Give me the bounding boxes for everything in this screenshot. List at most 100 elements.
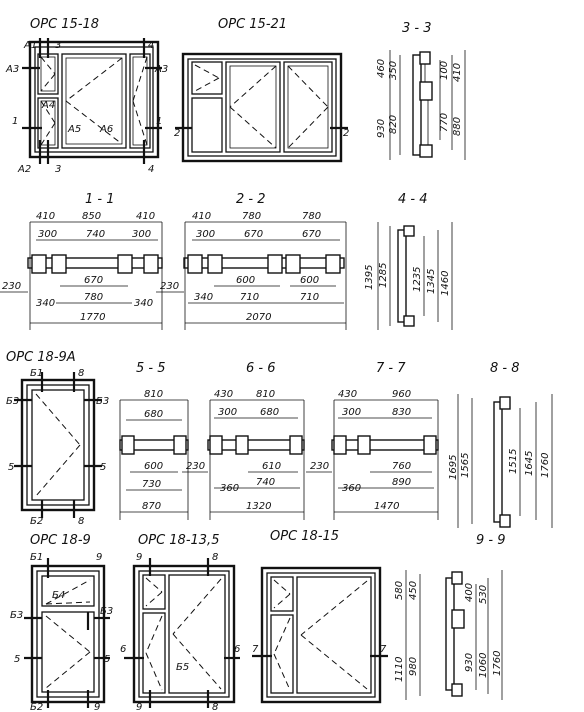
label-text: А3 — [5, 64, 19, 75]
label-text: 300 — [38, 229, 57, 240]
label-text: ОРС 18-9А — [6, 350, 76, 365]
label-text: 9 — [136, 702, 142, 712]
label-text: 8 — [212, 552, 218, 563]
label-text: 830 — [392, 407, 411, 418]
label-text: 2 - 2 — [236, 192, 266, 207]
label-text: 7 - 7 — [376, 361, 406, 376]
label-text: А1 — [23, 40, 37, 51]
label-text: 340 — [194, 292, 213, 303]
label-text: 870 — [142, 501, 161, 512]
label-text: 730 — [142, 479, 161, 490]
label-text: А6 — [99, 124, 113, 135]
label-text: 9 - 9 — [476, 533, 506, 548]
label-text: 3 — [55, 164, 61, 175]
label-text: 1395 — [364, 265, 375, 290]
label-text: 360 — [220, 483, 239, 494]
label-text: 360 — [342, 483, 361, 494]
label-text: 300 — [196, 229, 215, 240]
label-text: 880 — [452, 117, 463, 136]
label-text: 1770 — [80, 312, 105, 323]
label-text: 1345 — [426, 269, 437, 294]
label-text: 600 — [236, 275, 255, 286]
label-text: 4 — [148, 40, 154, 51]
label-text: 890 — [392, 477, 411, 488]
label-text: 850 — [82, 211, 101, 222]
label-text: 450 — [408, 581, 419, 600]
label-text: 4 — [148, 164, 154, 175]
label-text: 410 — [192, 211, 211, 222]
section-1-1: 1 - 1 410 850 410 300 740 300 230 670 78… — [0, 192, 163, 330]
label-text: 7 — [252, 644, 259, 655]
label-text: 5 — [104, 654, 110, 665]
label-text: 670 — [244, 229, 263, 240]
label-text: 300 — [132, 229, 151, 240]
label-text: 8 - 8 — [490, 361, 520, 376]
section-6-6: 6 - 6 430 810 300 680 230 610 360 740 13… — [182, 361, 305, 520]
label-text: 300 — [218, 407, 237, 418]
label-text: Б5 — [176, 662, 189, 673]
label-text: 9 — [136, 552, 142, 563]
label-text: 4 - 4 — [398, 192, 428, 207]
label-text: 1565 — [460, 453, 471, 478]
label-text: 930 — [376, 119, 387, 138]
label-text: 230 — [2, 281, 21, 292]
label-text: 9 — [94, 702, 100, 712]
label-text: 8 — [78, 516, 84, 527]
label-text: ОРС 15-21 — [218, 17, 287, 32]
label-text: 2 — [343, 128, 349, 139]
window-ors-18-13-5: ОРС 18-13,5 9 8 6 6 Б5 9 8 — [120, 533, 240, 712]
label-text: 430 — [214, 389, 233, 400]
label-text: 740 — [256, 477, 275, 488]
label-text: 100 — [439, 61, 450, 80]
section-5-5: 5 - 5 810 680 600 730 870 — [119, 361, 189, 520]
section-2-2: 2 - 2 410 780 780 300 670 670 230 600 60… — [156, 192, 347, 330]
label-text: 780 — [242, 211, 261, 222]
label-text: 9 — [96, 552, 102, 563]
section-4-4: 4 - 4 1395 1285 1235 1345 1460 — [364, 192, 453, 330]
label-text: 400 — [464, 583, 475, 602]
label-text: Б1 — [30, 368, 43, 379]
label-text: 300 — [342, 407, 361, 418]
label-text: Б1 — [30, 552, 43, 563]
label-text: 1470 — [374, 501, 399, 512]
label-text: ОРС 18-15 — [270, 529, 339, 544]
label-text: 340 — [134, 298, 153, 309]
label-text: 980 — [408, 657, 419, 676]
label-text: Б3 — [100, 606, 113, 617]
label-text: 230 — [160, 281, 179, 292]
label-text: 410 — [452, 63, 463, 82]
label-text: Б2 — [30, 702, 43, 712]
label-text: 2070 — [246, 312, 271, 323]
label-text: 410 — [136, 211, 155, 222]
label-text: 1235 — [412, 267, 423, 292]
label-text: 820 — [388, 115, 399, 134]
label-text: 1695 — [448, 455, 459, 480]
label-text: 1460 — [440, 271, 451, 296]
label-text: 810 — [144, 389, 163, 400]
label-text: 5 - 5 — [136, 361, 166, 376]
label-text: ОРС 18-13,5 — [138, 533, 219, 548]
label-text: 1 — [156, 116, 162, 127]
label-text: 680 — [260, 407, 279, 418]
label-text: 600 — [300, 275, 319, 286]
label-text: 530 — [478, 585, 489, 604]
label-text: 7 — [380, 644, 387, 655]
label-text: 1285 — [378, 263, 389, 288]
label-text: 600 — [144, 461, 163, 472]
label-text: 430 — [338, 389, 357, 400]
label-text: 780 — [84, 292, 103, 303]
window-ors-15-18: ОРС 15-18 А1 3 4 А3 А3 А4 1 1 А5 А6 — [5, 17, 168, 175]
label-text: 710 — [240, 292, 259, 303]
section-3-3: 3 - 3 460 350 100 410 930 820 770 880 — [376, 21, 466, 160]
label-text: 740 — [86, 229, 105, 240]
window-ors-18-9a: ОРС 18-9А Б1 8 Б3 Б3 5 5 Б2 8 — [6, 350, 109, 527]
label-text: 760 — [392, 461, 411, 472]
label-text: 2 — [174, 128, 180, 139]
label-text: 1060 — [478, 653, 489, 678]
label-text: Б3 — [10, 610, 23, 621]
label-text: 5 — [100, 462, 106, 473]
label-text: 5 — [8, 462, 14, 473]
label-text: Б3 — [96, 396, 109, 407]
label-text: 3 — [55, 40, 61, 51]
